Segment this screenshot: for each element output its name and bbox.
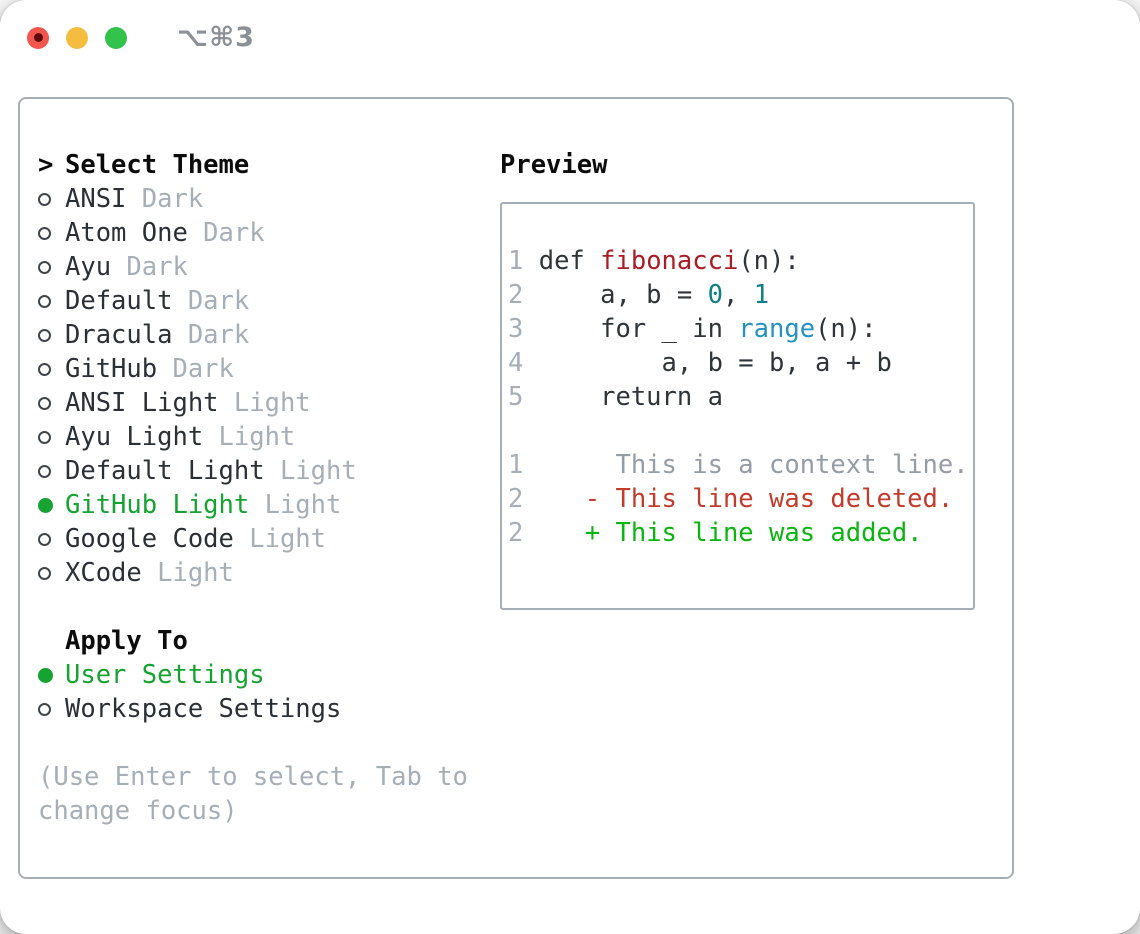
radio-icon <box>38 464 65 478</box>
zoom-button[interactable] <box>105 26 127 49</box>
variant-tag: Light <box>233 524 327 554</box>
radio-icon <box>38 430 65 444</box>
radio-icon <box>38 532 65 546</box>
theme-option[interactable]: Ayu Light Light <box>38 420 500 454</box>
spacer <box>38 726 500 760</box>
variant-tag: Dark <box>111 252 188 282</box>
option-label: Google Code <box>65 524 234 554</box>
variant-tag: Light <box>264 456 357 486</box>
code-line <box>508 414 973 448</box>
titlebar: ⌥⌘3 <box>0 0 1140 75</box>
code-line: 2 a, b = 0, 1 <box>508 280 770 310</box>
radio-icon <box>38 192 65 206</box>
select-theme-header: > Select Theme <box>38 148 500 182</box>
theme-option[interactable]: ANSI Light Light <box>38 386 500 420</box>
code-line: 1 This is a context line. <box>508 450 969 480</box>
window-title: ⌥⌘3 <box>177 22 255 53</box>
option-label: ANSI <box>65 184 127 214</box>
theme-option[interactable]: GitHub Dark <box>38 352 500 386</box>
variant-tag: Light <box>218 388 311 418</box>
apply-to-header: Apply To <box>38 624 500 658</box>
code-line: 2 - This line was deleted. <box>508 484 954 514</box>
code-preview: 1 def fibonacci(n): 2 a, b = 0, 1 3 for _ … <box>508 244 973 550</box>
preview-box: 1 def fibonacci(n): 2 a, b = 0, 1 3 for _ … <box>500 202 975 610</box>
variant-tag: Dark <box>126 184 204 214</box>
apply-to-title: Apply To <box>65 626 188 656</box>
select-theme-title: Select Theme <box>65 150 250 180</box>
option-label: GitHub Light <box>65 490 250 520</box>
hint-line: (Use Enter to select, Tab to <box>38 762 468 792</box>
option-label: Workspace Settings <box>65 694 342 724</box>
option-label: Dracula <box>65 320 173 350</box>
theme-option[interactable]: Default Dark <box>38 284 500 318</box>
option-label: Ayu Light <box>65 422 204 452</box>
option-label: Default Light <box>65 456 265 486</box>
variant-tag: Light <box>249 490 342 520</box>
radio-icon <box>38 328 65 342</box>
radio-icon <box>38 396 65 410</box>
option-label: XCode <box>65 558 142 588</box>
radio-selected-icon <box>38 667 65 683</box>
code-line: 2 + This line was added. <box>508 518 923 548</box>
option-label: Atom One <box>65 218 188 248</box>
option-label: Ayu <box>65 252 112 282</box>
option-label: User Settings <box>65 660 265 690</box>
theme-option[interactable]: GitHub Light Light <box>38 488 500 522</box>
code-line: 3 for _ in range(n): <box>508 314 877 344</box>
hint-text: (Use Enter to select, Tab to change focus… <box>38 760 500 828</box>
selection-caret: > <box>38 150 54 180</box>
close-button[interactable] <box>27 26 49 49</box>
apply-to-option[interactable]: Workspace Settings <box>38 692 500 726</box>
variant-tag: Dark <box>157 354 234 384</box>
theme-option[interactable]: Ayu Dark <box>38 250 500 284</box>
variant-tag: Light <box>203 422 296 452</box>
option-label: ANSI Light <box>65 388 219 418</box>
variant-tag: Dark <box>187 218 265 248</box>
radio-selected-icon <box>38 497 65 513</box>
preview-header: Preview <box>500 148 1012 182</box>
theme-option[interactable]: ANSI Dark <box>38 182 500 216</box>
variant-tag: Dark <box>172 286 250 316</box>
radio-icon <box>38 566 65 580</box>
record-dot-icon <box>33 33 43 42</box>
variant-tag: Dark <box>172 320 250 350</box>
code-line: 5 return a <box>508 382 723 412</box>
minimize-button[interactable] <box>66 26 88 49</box>
hint-line: change focus) <box>38 796 238 826</box>
code-line: 4 a, b = b, a + b <box>508 348 892 378</box>
radio-icon <box>38 260 65 274</box>
option-label: GitHub <box>65 354 158 384</box>
radio-icon <box>38 702 65 716</box>
option-label: Default <box>65 286 173 316</box>
code-line: 1 def fibonacci(n): <box>508 246 800 276</box>
radio-icon <box>38 226 65 240</box>
preview-column: Preview 1 def fibonacci(n): 2 a, b = 0, 1… <box>500 148 1012 828</box>
spacer <box>38 590 500 624</box>
theme-option[interactable]: Atom One Dark <box>38 216 500 250</box>
theme-option[interactable]: Default Light Light <box>38 454 500 488</box>
theme-option[interactable]: Dracula Dark <box>38 318 500 352</box>
preview-title: Preview <box>500 150 608 180</box>
theme-option[interactable]: Google Code Light <box>38 522 500 556</box>
radio-icon <box>38 362 65 376</box>
theme-option[interactable]: XCode Light <box>38 556 500 590</box>
apply-to-option[interactable]: User Settings <box>38 658 500 692</box>
radio-icon <box>38 294 65 308</box>
variant-tag: Light <box>141 558 234 588</box>
